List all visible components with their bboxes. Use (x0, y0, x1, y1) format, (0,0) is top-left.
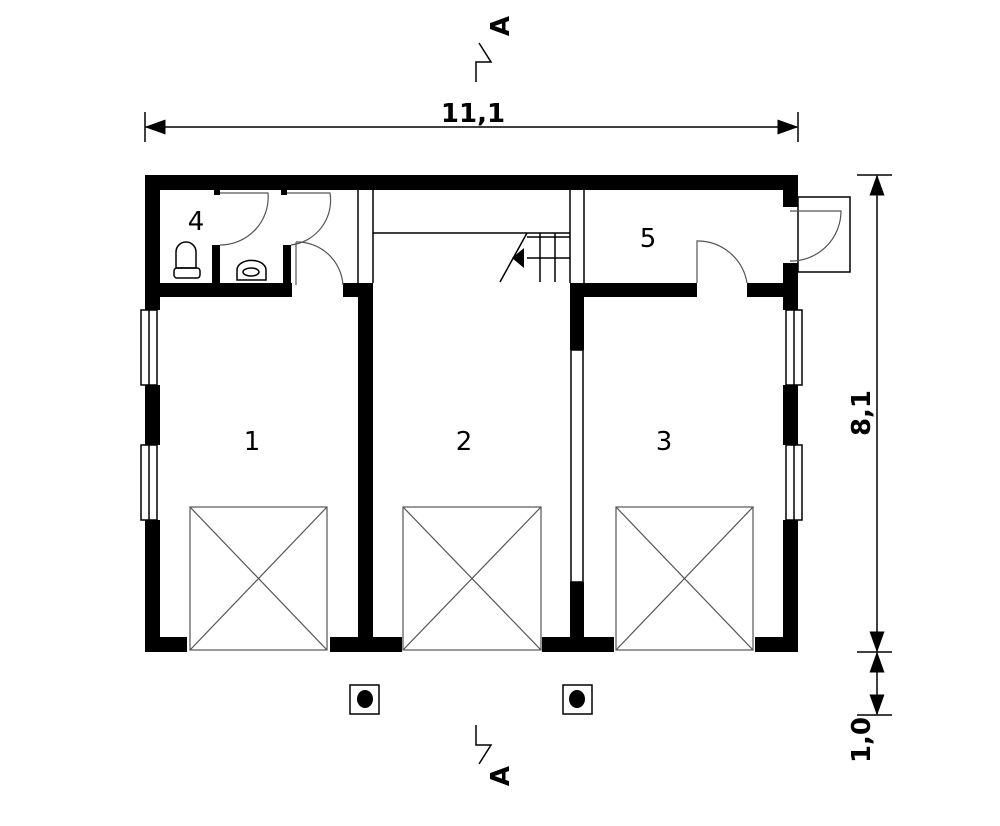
front-offset-value: 1,0 (847, 717, 877, 763)
garage-doors (189, 506, 754, 651)
depth-dimension: 8,1 1,0 (847, 174, 892, 763)
depth-value: 8,1 (847, 390, 877, 436)
column-icon (349, 684, 380, 715)
section-mark-bottom: A (475, 725, 516, 786)
room-label-2: 2 (456, 427, 473, 457)
room-label-4: 4 (188, 207, 205, 237)
room-label-1: 1 (244, 427, 261, 457)
width-value: 11,1 (441, 99, 505, 129)
column-icon (562, 684, 593, 715)
sink-icon (236, 259, 267, 281)
section-label-top: A (486, 16, 516, 36)
doors (219, 192, 851, 286)
room-label-3: 3 (656, 427, 673, 457)
room-label-5: 5 (640, 224, 657, 254)
width-dimension: 11,1 (144, 99, 799, 142)
windows (140, 309, 803, 521)
section-label-bottom: A (486, 766, 516, 786)
exterior-walls (145, 175, 798, 652)
section-mark-top: A (475, 16, 516, 82)
staircase (373, 232, 570, 283)
interior-walls (145, 190, 798, 652)
stair-direction-arrow-icon (512, 248, 524, 268)
toilet-icon (173, 241, 201, 279)
